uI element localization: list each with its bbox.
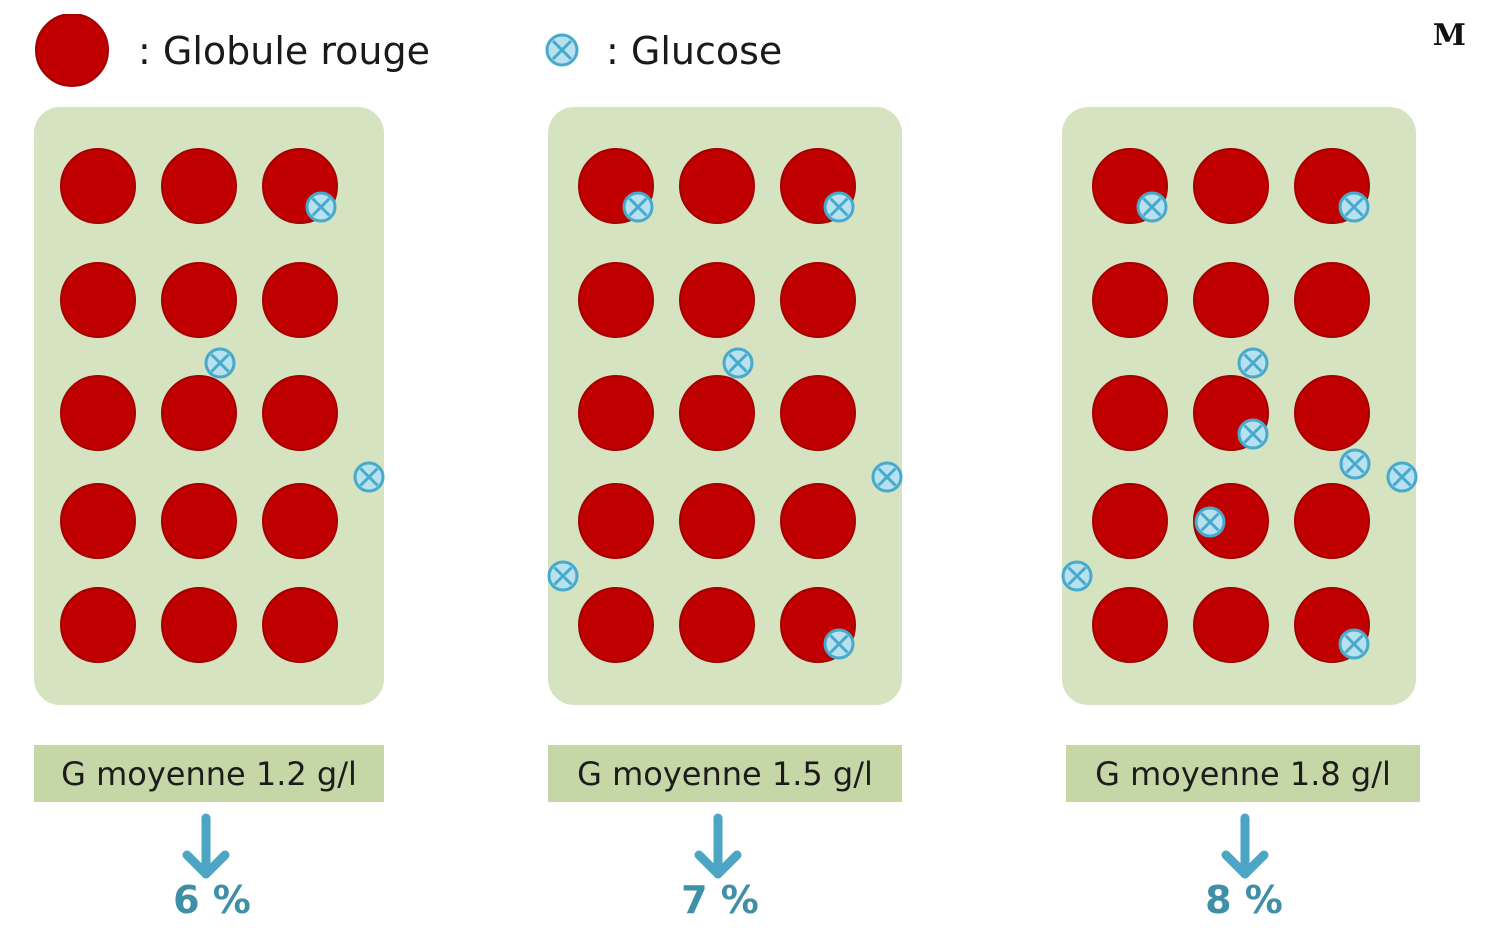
glucose-icon (823, 628, 855, 660)
red-blood-cell (262, 483, 338, 559)
red-blood-cell (1092, 262, 1168, 338)
corner-letter: M (1432, 18, 1466, 53)
glycation-percent-2: 7 % (681, 878, 759, 922)
red-blood-cell (161, 587, 237, 663)
glucose-icon (204, 347, 236, 379)
glucose-icon (1386, 461, 1418, 493)
glucose-icon (1237, 418, 1269, 450)
legend-red-cell-icon (35, 14, 109, 87)
red-blood-cell (780, 262, 856, 338)
down-arrow-icon-2 (694, 813, 742, 879)
red-blood-cell (161, 148, 237, 224)
red-blood-cell (161, 262, 237, 338)
red-blood-cell (1294, 262, 1370, 338)
glucose-icon (871, 461, 903, 493)
red-blood-cell (60, 483, 136, 559)
glucose-level-label-1: G moyenne 1.2 g/l (61, 754, 357, 793)
legend-glucose: : Glucose (606, 14, 782, 88)
glucose-icon (305, 191, 337, 223)
caption-bar-1: G moyenne 1.2 g/l (34, 745, 384, 802)
red-blood-cell (60, 148, 136, 224)
red-blood-cell (1193, 262, 1269, 338)
red-blood-cell (60, 375, 136, 451)
glucose-level-label-2: G moyenne 1.5 g/l (577, 754, 873, 793)
red-blood-cell (262, 375, 338, 451)
red-blood-cell (161, 375, 237, 451)
glucose-icon (823, 191, 855, 223)
red-blood-cell (679, 148, 755, 224)
red-blood-cell (161, 483, 237, 559)
glucose-icon (622, 191, 654, 223)
down-arrow-icon-1 (182, 813, 230, 879)
red-blood-cell (1092, 587, 1168, 663)
glucose-icon (1194, 506, 1226, 538)
red-blood-cell (1193, 587, 1269, 663)
red-blood-cell (60, 262, 136, 338)
down-arrow-icon-3 (1221, 813, 1269, 879)
legend-red-cell-label: : Globule rouge (138, 29, 430, 73)
red-blood-cell (578, 262, 654, 338)
caption-bar-3: G moyenne 1.8 g/l (1066, 745, 1420, 802)
red-blood-cell (1092, 375, 1168, 451)
red-blood-cell (578, 587, 654, 663)
red-blood-cell (578, 483, 654, 559)
glucose-icon (1338, 628, 1370, 660)
red-blood-cell (1092, 483, 1168, 559)
red-blood-cell (780, 375, 856, 451)
legend-glucose-icon (545, 33, 579, 67)
red-blood-cell (262, 262, 338, 338)
red-blood-cell (60, 587, 136, 663)
legend-glucose-label: : Glucose (606, 29, 783, 73)
red-blood-cell (1294, 483, 1370, 559)
red-blood-cell (679, 375, 755, 451)
red-blood-cell (679, 262, 755, 338)
red-blood-cell (679, 587, 755, 663)
glucose-icon (1061, 560, 1093, 592)
red-blood-cell (578, 375, 654, 451)
glucose-icon (1339, 448, 1371, 480)
red-blood-cell (1294, 375, 1370, 451)
glucose-icon (353, 461, 385, 493)
glucose-icon (1338, 191, 1370, 223)
glucose-icon (547, 560, 579, 592)
glucose-level-label-3: G moyenne 1.8 g/l (1095, 754, 1391, 793)
legend-red-cell: : Globule rouge (138, 14, 430, 88)
glucose-icon (1136, 191, 1168, 223)
glycation-percent-1: 6 % (173, 878, 251, 922)
glucose-icon (722, 347, 754, 379)
red-blood-cell (262, 587, 338, 663)
glycation-percent-3: 8 % (1205, 878, 1283, 922)
caption-bar-2: G moyenne 1.5 g/l (548, 745, 902, 802)
red-blood-cell (1193, 483, 1269, 559)
red-blood-cell (679, 483, 755, 559)
red-blood-cell (1193, 148, 1269, 224)
red-blood-cell (780, 483, 856, 559)
glucose-icon (1237, 347, 1269, 379)
